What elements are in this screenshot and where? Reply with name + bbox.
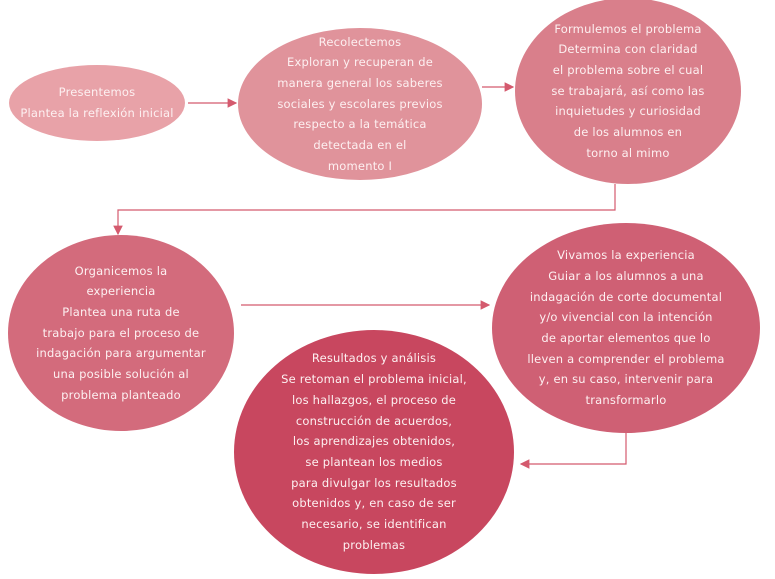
node-text-line: de los alumnos en	[573, 125, 683, 140]
node-text-line: inquietudes y curiosidad	[555, 104, 701, 119]
node-title: Presentemos	[58, 85, 136, 100]
node-text-line: obtenidos y, en caso de ser	[292, 496, 456, 511]
node-text-line: y, en su caso, intervenir para	[538, 372, 714, 387]
node-text-line: torno al mimo	[586, 145, 670, 160]
arrow-5-6	[519, 433, 627, 469]
node-text-line: una posible solución al	[53, 367, 189, 382]
node-text-line: se plantean los medios	[305, 455, 443, 469]
node-text-line: manera general los saberes	[277, 75, 443, 90]
node-text-line: Exploran y recuperan de	[286, 55, 433, 70]
arrow-3-4	[113, 184, 616, 236]
node-text-line: para divulgar los resultados	[291, 475, 457, 490]
node-text-line: construcción de acuerdos,	[295, 413, 453, 428]
node-title: Vivamos la experiencia	[557, 248, 695, 263]
node-text-line: transformarlo	[585, 393, 667, 408]
node-title: Recolectemos	[318, 34, 402, 49]
node-text-line: necesario, se identifican	[301, 517, 447, 532]
node-text-line: se trabajará, así como las	[551, 83, 705, 98]
node-text-line: lleven a comprender el problema	[527, 351, 725, 366]
node-text-line: problema planteado	[61, 387, 181, 402]
node-text-line: problemas	[342, 537, 406, 552]
node-text-line: y/o vivencial con la intención	[539, 310, 713, 325]
node-text-line: experiencia	[86, 284, 156, 299]
node-text-line: Guiar a los alumnos a una	[548, 268, 704, 283]
node-text-line: Determina con claridad	[558, 42, 698, 57]
node-text-line: indagación para argumentar	[36, 346, 206, 361]
node-text-line: trabajo para el proceso de	[42, 325, 200, 340]
node-text-line: indagación de corte documental	[529, 289, 723, 304]
node-text-line: de aportar elementos que lo	[541, 331, 711, 345]
node-text-line: detectada en el	[313, 138, 407, 153]
node-text-line: momento I	[327, 158, 393, 173]
node-text-line: el problema sobre el cual	[552, 62, 704, 77]
node-text-line: Plantea la reflexión inicial	[20, 106, 174, 120]
node-title: Resultados y análisis	[311, 351, 437, 366]
node-text-line: sociales y escolares previos	[277, 96, 443, 111]
node-text-line: Plantea una ruta de	[62, 304, 180, 319]
node-text-line: los hallazgos, el proceso de	[291, 392, 457, 407]
node-resultados: Resultados y análisis Se retoman el probl…	[234, 330, 514, 574]
node-title: Formulemos el problema	[554, 21, 702, 36]
node-title: Organicemos la	[74, 263, 168, 278]
node-text-line: los aprendizajes obtenidos,	[292, 434, 456, 449]
node-text-line: Se retoman el problema inicial,	[281, 372, 467, 387]
node-text-line: respecto a la temática	[293, 117, 427, 132]
